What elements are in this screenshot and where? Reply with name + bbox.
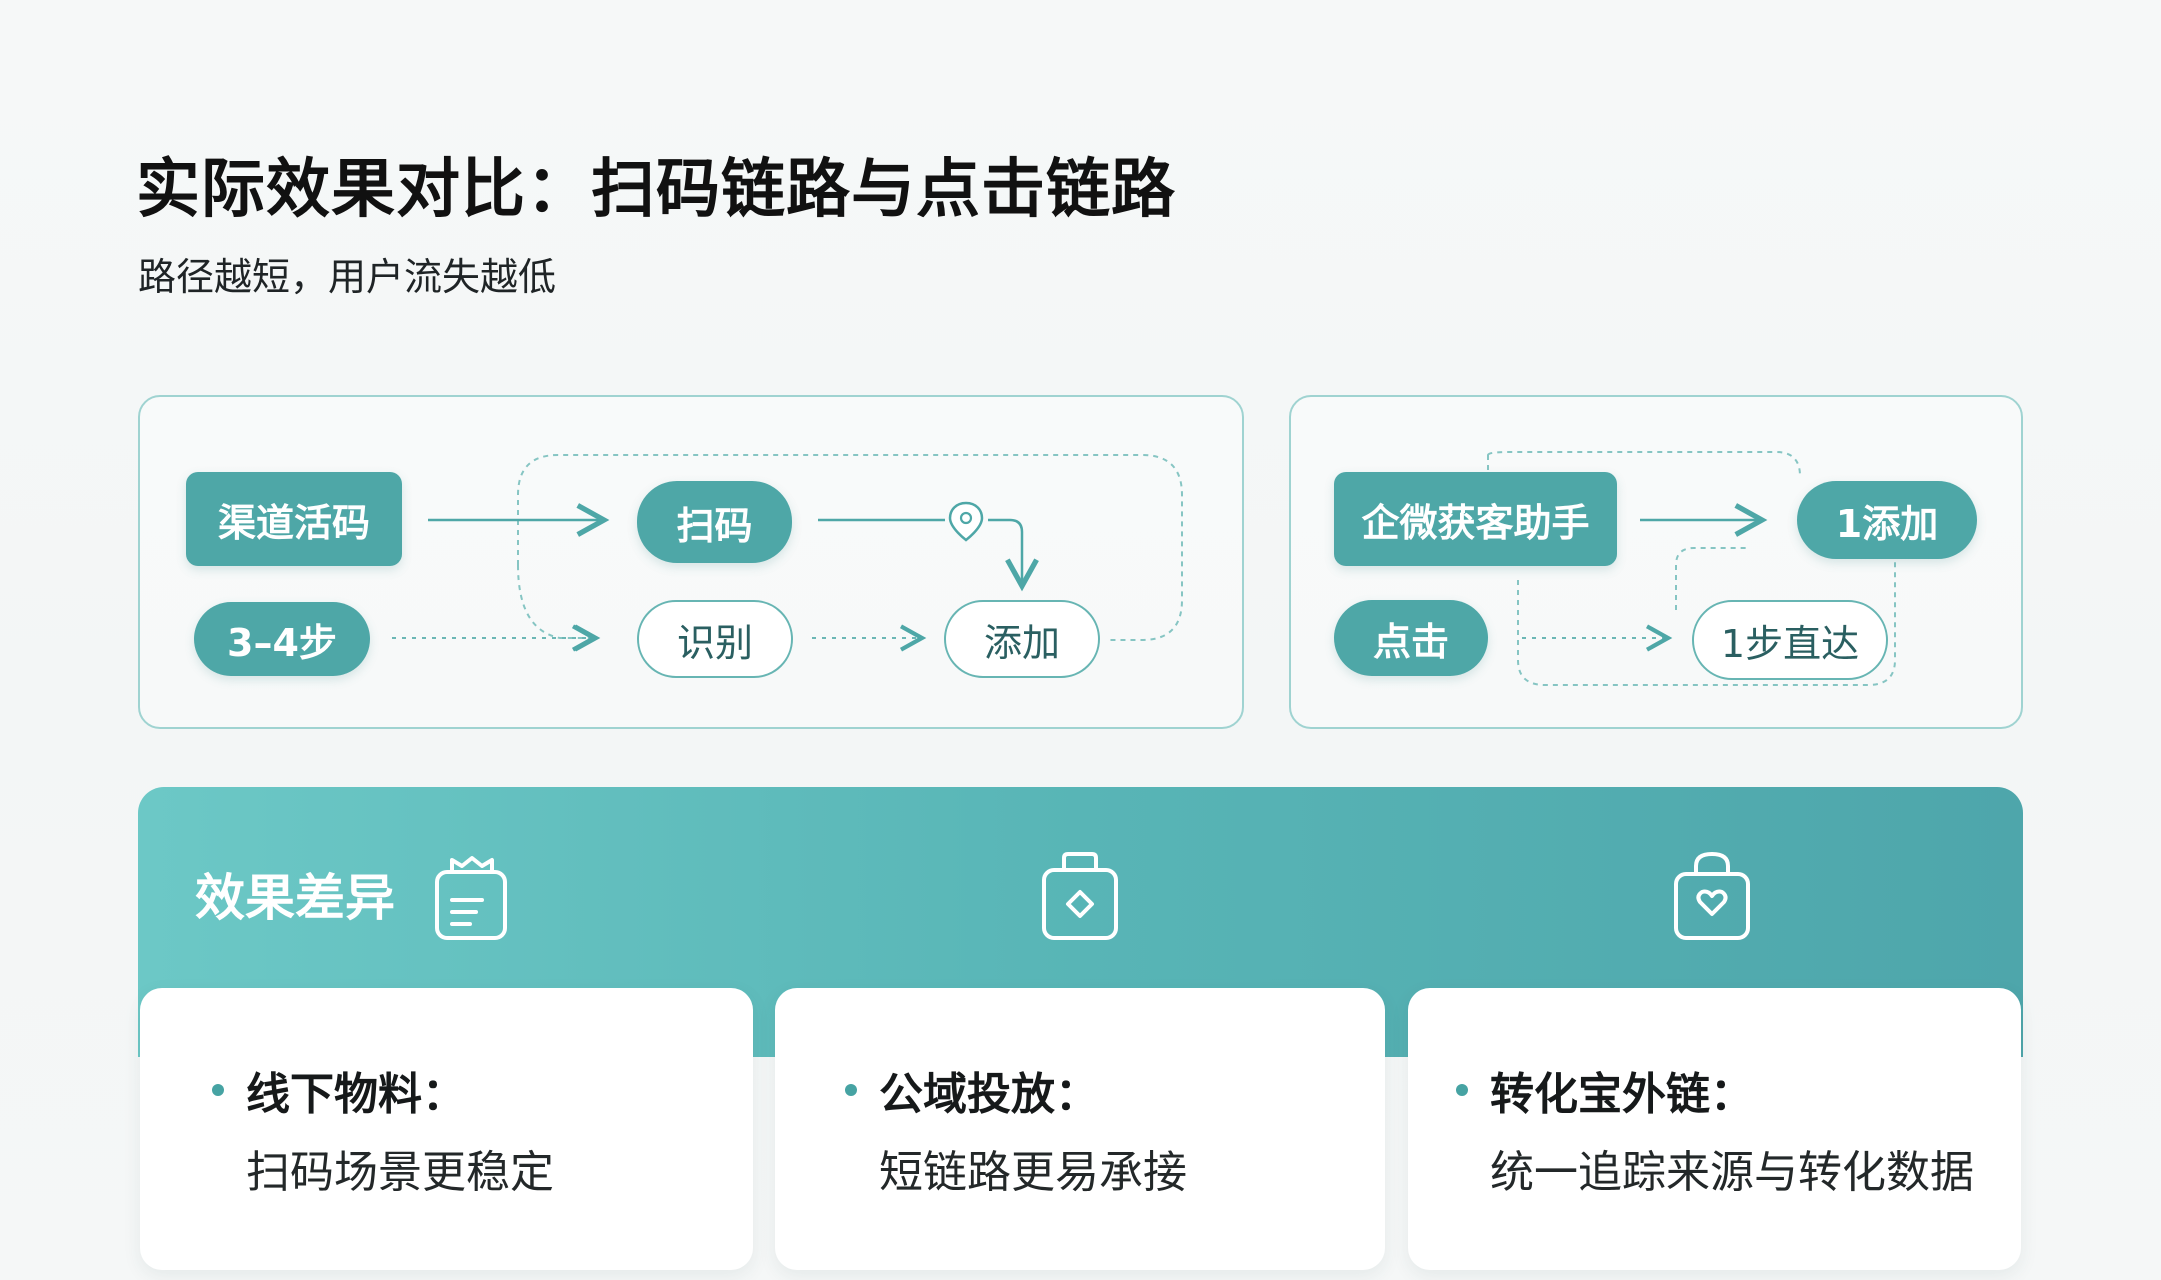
scan-pill: 扫码 — [637, 481, 792, 563]
add-one-pill: 1添加 — [1797, 481, 1977, 559]
bullet-dot — [845, 1084, 857, 1096]
bag-diamond-icon — [1042, 852, 1118, 940]
bag-heart-icon — [1674, 851, 1750, 940]
effect-card-public: 公域投放： 短链路更易承接 — [775, 988, 1385, 1270]
channel-code-pill: 渠道活码 — [186, 472, 402, 566]
bullet-dot — [212, 1084, 224, 1096]
steps-count-pill: 3–4步 — [194, 602, 370, 676]
wecom-assistant-pill: 企微获客助手 — [1334, 472, 1617, 566]
recognize-pill: 识别 — [637, 600, 793, 678]
add-pill: 添加 — [944, 600, 1100, 678]
click-loop-lower — [1517, 560, 1896, 686]
arrow-pin-to-add — [988, 518, 1039, 592]
effect-card-link: 转化宝外链： 统一追踪来源与转化数据 — [1408, 988, 2021, 1270]
click-loop-dashed — [1487, 451, 1801, 478]
bullet-dot — [1456, 1084, 1468, 1096]
document-gift-icon — [435, 856, 507, 940]
scan-loop-tail — [517, 564, 601, 652]
card-title: 公域投放： — [879, 1069, 1099, 1120]
card-title: 线下物料： — [246, 1069, 466, 1120]
page-title: 实际效果对比：扫码链路与点击链路 — [136, 153, 1176, 227]
card-desc: 短链路更易承接 — [879, 1147, 1187, 1198]
direct-step-pill: 1步直达 — [1692, 600, 1888, 680]
click-pill: 点击 — [1334, 600, 1488, 676]
scan-loop-dashed — [517, 454, 1183, 641]
effects-title: 效果差异 — [195, 869, 395, 927]
click-loop-mid — [1675, 547, 1748, 610]
effect-card-offline: 线下物料： 扫码场景更稳定 — [140, 988, 753, 1270]
page-subtitle: 路径越短，用户流失越低 — [138, 255, 557, 299]
location-pin-icon — [948, 501, 984, 542]
card-title: 转化宝外链： — [1490, 1069, 1754, 1120]
card-desc: 扫码场景更稳定 — [246, 1147, 554, 1198]
card-desc: 统一追踪来源与转化数据 — [1490, 1147, 1974, 1198]
